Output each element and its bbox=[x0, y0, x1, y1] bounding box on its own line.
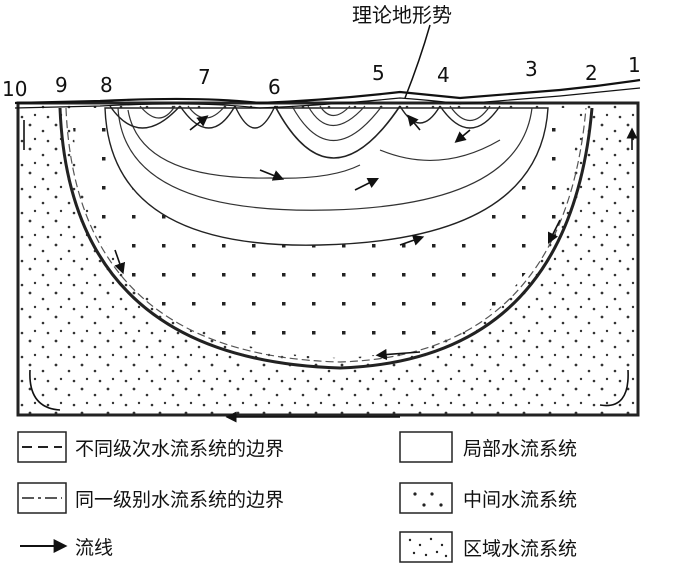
legend-label-same-level-boundary: 同一级别水流系统的边界 bbox=[75, 489, 284, 511]
point-label-1: 1 bbox=[628, 53, 641, 77]
point-label-7: 7 bbox=[198, 65, 211, 89]
point-label-10: 10 bbox=[2, 77, 27, 101]
point-label-9: 9 bbox=[55, 73, 68, 97]
legend-item-local-flow: 局部水流系统 bbox=[399, 431, 577, 463]
topographic-surface bbox=[14, 24, 641, 109]
legend-item-same-level-boundary: 同一级别水流系统的边界 bbox=[17, 482, 284, 514]
theoretical-topography-label: 理论地形势 bbox=[352, 3, 452, 27]
legend-item-different-level-boundary: 不同级次水流系统的边界 bbox=[17, 431, 284, 463]
point-label-2: 2 bbox=[585, 61, 598, 85]
point-label-5: 5 bbox=[372, 61, 385, 85]
point-label-8: 8 bbox=[100, 73, 113, 97]
point-label-3: 3 bbox=[525, 57, 538, 81]
legend: 不同级次水流系统的边界 同一级别水流系统的边界 流线 局部水流系统 中间水流系统 bbox=[17, 431, 577, 563]
legend-item-flow-line: 流线 bbox=[20, 537, 113, 559]
legend-label-different-level-boundary: 不同级次水流系统的边界 bbox=[75, 438, 284, 460]
legend-item-regional-flow: 区域水流系统 bbox=[399, 531, 577, 563]
topo-point-labels: 10 9 8 7 6 5 4 3 2 1 bbox=[2, 53, 641, 101]
point-label-6: 6 bbox=[268, 75, 281, 99]
point-label-4: 4 bbox=[437, 63, 450, 87]
legend-label-intermediate-flow: 中间水流系统 bbox=[463, 489, 577, 511]
legend-label-regional-flow: 区域水流系统 bbox=[463, 538, 577, 560]
legend-label-flow-line: 流线 bbox=[75, 537, 113, 559]
legend-label-local-flow: 局部水流系统 bbox=[463, 438, 577, 460]
legend-item-intermediate-flow: 中间水流系统 bbox=[399, 482, 577, 514]
local-flow-zone bbox=[104, 105, 549, 246]
